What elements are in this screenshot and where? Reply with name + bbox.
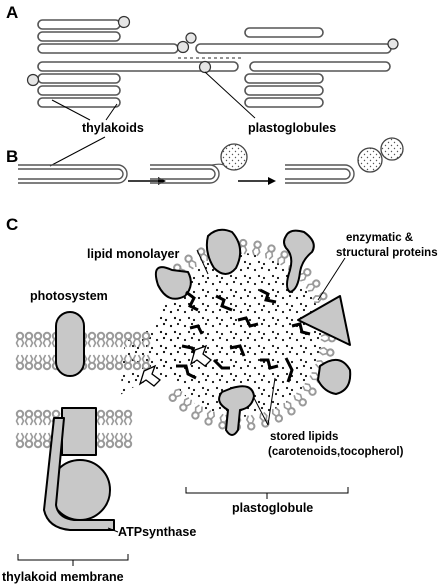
stored-lipids-label-line2: (carotenoids,tocopherol) <box>268 446 404 458</box>
lipid-molecule <box>132 331 142 348</box>
lipid-molecule <box>293 392 307 407</box>
lipid-molecule <box>141 331 151 348</box>
lipid-molecule <box>114 354 124 371</box>
panel-label-b: B <box>6 147 18 166</box>
lipid-molecule <box>105 331 115 348</box>
lipid-molecule <box>251 240 262 257</box>
process-arrow-2 <box>238 177 276 185</box>
lipid-molecule <box>318 346 335 357</box>
lipid-monolayer-label: lipid monolayer <box>87 247 180 261</box>
lipid-molecule <box>87 354 97 371</box>
lipid-molecule <box>114 432 124 449</box>
leader-lines-a <box>51 71 256 121</box>
lipid-molecule <box>114 331 124 348</box>
lipid-molecule <box>123 432 133 449</box>
membrane-neck-core <box>120 300 180 395</box>
lipid-molecule <box>245 414 256 431</box>
plastoglobule-icons-a <box>26 15 399 87</box>
budding-step-1 <box>18 164 128 184</box>
lipid-molecule <box>105 409 115 426</box>
thylakoid-membrane-label: thylakoid membrane <box>2 570 124 584</box>
leader-lines-c <box>107 249 346 533</box>
enzymatic-proteins-label-line2: structural proteins <box>336 247 438 259</box>
lipid-molecule <box>105 354 115 371</box>
lipid-molecule <box>168 388 183 402</box>
lipid-molecule <box>24 331 34 348</box>
lipid-molecule <box>179 397 193 412</box>
lipid-molecule <box>33 354 43 371</box>
lipid-molecule <box>96 331 106 348</box>
lipid-molecule <box>96 432 106 449</box>
plastoglobule-proteins <box>154 228 352 436</box>
lipid-molecule <box>271 407 284 423</box>
process-arrow-1 <box>128 177 166 185</box>
lipid-molecule <box>114 409 124 426</box>
lipid-molecule <box>24 409 34 426</box>
lipid-molecule <box>264 244 276 260</box>
panel-label-a: A <box>6 3 18 22</box>
lipid-molecule <box>141 354 151 371</box>
plastoglobule-core <box>158 253 322 417</box>
thylakoids-label: thylakoids <box>82 121 144 135</box>
panel-label-c: C <box>6 215 18 234</box>
lipid-molecule <box>132 354 142 371</box>
lipid-molecule <box>15 354 25 371</box>
stored-lipids-label-line1: stored lipids <box>270 431 338 443</box>
lipid-molecule <box>259 411 270 428</box>
plastoglobule-bracket <box>185 487 349 499</box>
lipid-molecule <box>42 331 52 348</box>
lipid-molecule <box>33 409 43 426</box>
thylakoid-stack-right <box>195 27 392 108</box>
atpsynthase-label: ATPsynthase <box>118 525 196 539</box>
lipid-transfer-arrows <box>138 344 212 387</box>
plastoglobule-label: plastoglobule <box>232 501 313 515</box>
lipid-molecule <box>24 432 34 449</box>
lipid-molecule <box>24 354 34 371</box>
plastoglobules-label: plastoglobules <box>248 121 336 135</box>
lipid-molecule <box>15 409 25 426</box>
lipid-molecule <box>42 409 52 426</box>
lipid-molecule <box>123 331 133 348</box>
photosystem-protein <box>55 311 85 377</box>
atpsynthase-protein <box>43 407 115 531</box>
lipid-molecule <box>302 382 317 396</box>
enzymatic-proteins-label-line1: enzymatic & <box>346 232 413 244</box>
lipid-molecule <box>123 354 133 371</box>
lipid-molecule <box>33 331 43 348</box>
lipid-molecule <box>96 409 106 426</box>
lipid-molecule <box>283 400 296 416</box>
lipid-molecule <box>15 331 25 348</box>
lipid-molecule <box>297 268 312 282</box>
lipid-molecule <box>305 279 321 292</box>
lipid-molecule <box>15 432 25 449</box>
lipid-molecule <box>204 410 216 426</box>
lipid-molecule <box>42 354 52 371</box>
lipid-molecule <box>184 254 197 270</box>
lipid-molecule <box>42 432 52 449</box>
lipid-molecule <box>277 250 289 266</box>
lipid-molecule <box>105 432 115 449</box>
thylakoid-membrane-bracket <box>17 554 129 566</box>
lipid-molecule <box>96 354 106 371</box>
budding-step-3 <box>285 137 404 184</box>
lipid-molecule <box>123 409 133 426</box>
photosystem-label: photosystem <box>30 289 108 303</box>
lipid-molecule <box>33 432 43 449</box>
lipid-molecule <box>191 404 203 420</box>
lipid-molecule <box>87 331 97 348</box>
budding-step-2 <box>150 143 248 184</box>
